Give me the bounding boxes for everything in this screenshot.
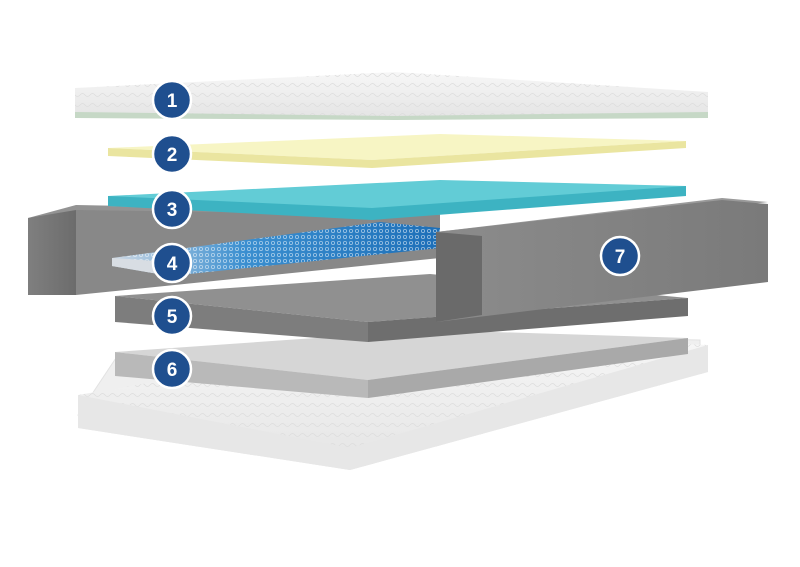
layer-2-comfort-foam (108, 134, 686, 168)
badge-number: 6 (167, 360, 178, 381)
layer-3-cooling-foam (108, 180, 686, 220)
layer-3-number-badge: 3 (151, 188, 193, 230)
layer-5-number-badge: 5 (151, 295, 193, 337)
badge-number: 3 (167, 200, 178, 221)
badge-number: 7 (615, 247, 626, 268)
badge-circle (151, 133, 193, 175)
layer-2-number-badge: 2 (151, 133, 193, 175)
layer-7-number-badge: 7 (599, 235, 641, 277)
badge-circle (151, 79, 193, 121)
badge-circle (599, 235, 641, 277)
badge-number: 2 (167, 145, 178, 166)
layer-6-number-badge: 6 (151, 348, 193, 390)
badge-circle (151, 188, 193, 230)
layer-1-top-cover (75, 72, 708, 120)
layer-1-number-badge: 1 (151, 79, 193, 121)
badge-number: 1 (167, 91, 178, 112)
badge-number: 4 (167, 254, 178, 275)
badge-circle (151, 295, 193, 337)
layer-4-number-badge: 4 (151, 242, 193, 284)
badge-number: 5 (167, 307, 178, 328)
badge-circle (151, 348, 193, 390)
badge-circle (151, 242, 193, 284)
